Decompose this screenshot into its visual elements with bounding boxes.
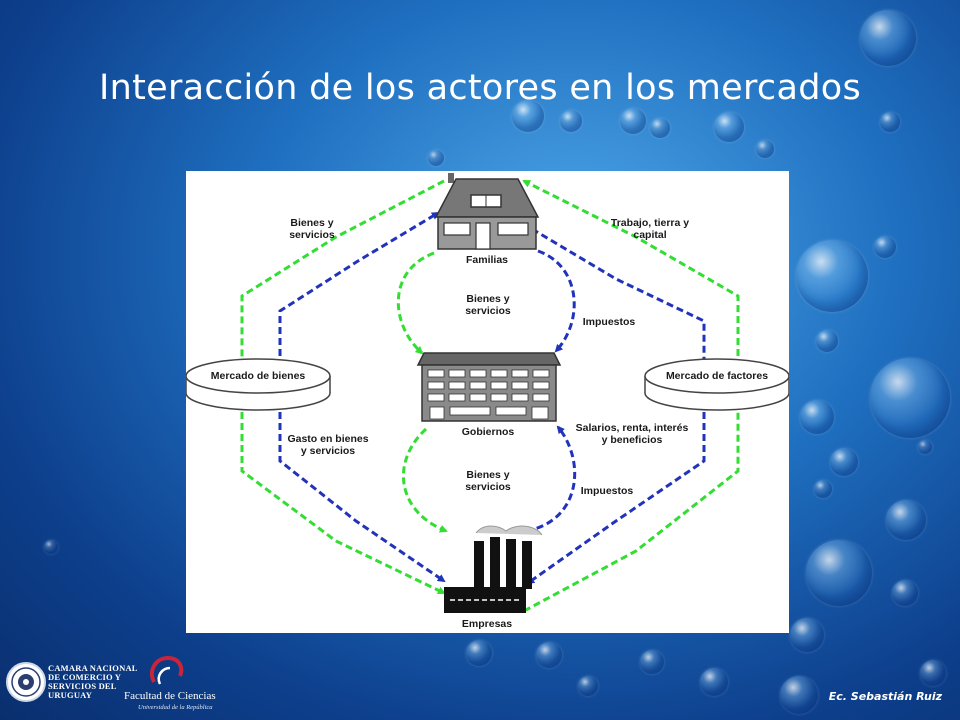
- bubble: [920, 660, 946, 686]
- house-icon: [434, 173, 540, 250]
- bubble: [870, 358, 950, 438]
- node-label-mercado-factores: Mercado de factores: [665, 370, 769, 382]
- flow-label-bienes-servicios-gob-fam: Bienes y servicios: [465, 293, 511, 317]
- bubble: [650, 118, 670, 138]
- facultad-title: Facultad de Ciencias: [124, 690, 216, 702]
- flow-label-gasto-bienes-servicios: Gasto en bienes y servicios: [287, 433, 369, 457]
- flow-label-impuestos-empresas: Impuestos: [580, 485, 634, 497]
- bubble: [428, 150, 444, 166]
- bubble: [536, 642, 562, 668]
- bubble: [800, 400, 834, 434]
- diagram-graphics: [186, 173, 789, 613]
- bubble: [814, 480, 832, 498]
- bubble: [640, 650, 664, 674]
- bubble: [578, 676, 598, 696]
- flow-label-bienes-servicios-gob-emp: Bienes y servicios: [465, 469, 511, 493]
- flow-label-trabajo-tierra-capital: Trabajo, tierra y capital: [610, 217, 690, 241]
- government-flows: [396, 249, 577, 533]
- flow-label-bienes-servicios-familias: Bienes y servicios: [289, 217, 335, 241]
- bubble: [796, 240, 868, 312]
- bubble: [806, 540, 872, 606]
- bubble: [714, 112, 744, 142]
- bubble: [780, 676, 818, 714]
- factory-icon: [444, 525, 543, 613]
- flow-label-impuestos-familias: Impuestos: [582, 316, 636, 328]
- bubble: [756, 140, 774, 158]
- building-icon: [416, 352, 562, 422]
- bubble: [620, 108, 646, 134]
- facultad-subtitle: Universidad de la República: [138, 704, 213, 711]
- node-label-empresas: Empresas: [461, 618, 513, 630]
- bubble: [790, 618, 824, 652]
- node-label-mercado-bienes: Mercado de bienes: [210, 370, 306, 382]
- bubble: [892, 580, 918, 606]
- factor-market-disc: [644, 358, 789, 411]
- facultad-logo-icon: [149, 655, 184, 685]
- node-label-familias: Familias: [465, 254, 509, 266]
- bubble: [816, 330, 838, 352]
- camara-seal-icon: [6, 662, 46, 702]
- bubble: [874, 236, 896, 258]
- inner-blue-flows: [278, 211, 708, 585]
- bubble: [44, 540, 58, 554]
- node-label-gobiernos: Gobiernos: [461, 426, 515, 438]
- author-name: Ec. Sebastián Ruiz: [828, 690, 942, 703]
- circular-flow-diagram: Familias Gobiernos Empresas Mercado de b…: [186, 171, 789, 633]
- slide-title: Interacción de los actores en los mercad…: [99, 68, 861, 108]
- bubble: [918, 440, 932, 454]
- bubble: [830, 448, 858, 476]
- bubble: [512, 100, 544, 132]
- bubble: [860, 10, 916, 66]
- bubble: [880, 112, 900, 132]
- bubble: [700, 668, 728, 696]
- flow-label-salarios-renta: Salarios, renta, interés y beneficios: [575, 422, 689, 446]
- bubble: [466, 640, 492, 666]
- bubble: [560, 110, 582, 132]
- camara-nacional-text: CAMARA NACIONAL DE COMERCIO Y SERVICIOS …: [48, 663, 138, 700]
- bubble: [886, 500, 926, 540]
- goods-market-disc: [186, 358, 331, 411]
- outer-green-flows: [238, 179, 742, 613]
